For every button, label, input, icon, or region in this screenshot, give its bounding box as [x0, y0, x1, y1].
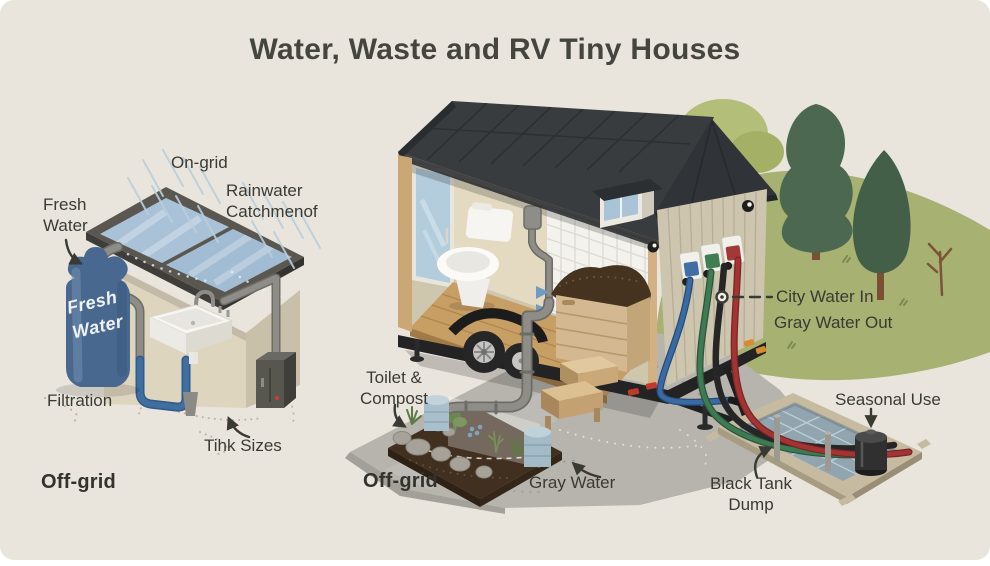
gray-water-arrow [571, 461, 602, 479]
fresh-water-tank [56, 247, 140, 397]
sapling [926, 242, 953, 297]
rocks [392, 427, 493, 479]
label-tank-sizes: Tihk Sizes [204, 436, 282, 455]
label-city-water-in: City Water In [776, 287, 874, 306]
hose-black [712, 262, 898, 452]
left-offgrid-system [44, 149, 321, 455]
ground-cup [183, 392, 198, 416]
label-gray-water-out: Gray Water Out [774, 313, 893, 332]
gray-water-barrels [424, 395, 551, 467]
label-on-grid: On-grid [171, 153, 228, 172]
barrel-right [524, 426, 551, 467]
label-filtration: Filtration [47, 391, 113, 410]
pipe-joints [464, 332, 535, 415]
conifer-tree-small [852, 150, 911, 300]
label-fresh-water: Fresh Water [43, 195, 88, 235]
label-black-tank-dump: Black Tank Dump [710, 474, 792, 514]
pit-posts [773, 414, 832, 471]
tail-lights [627, 338, 767, 396]
fresh-water-arrow [64, 238, 83, 265]
toilet-compost-arrow [392, 403, 407, 428]
hose-blue [657, 277, 734, 405]
seasonal-tank [855, 429, 887, 476]
label-toilet-compost: Toilet & Compost [359, 368, 429, 408]
page-title: Water, Waste and RV Tiny Houses [249, 33, 741, 66]
label-off-grid-center: Off-grid [363, 470, 438, 492]
vent-pipe [523, 205, 553, 306]
conifer-tree-large [779, 104, 853, 260]
label-rainwater-catchment: Rainwater Catchmenof [226, 181, 318, 221]
steps [541, 356, 618, 430]
corner-post [398, 155, 412, 332]
sink [148, 289, 234, 416]
porch-light [647, 241, 659, 253]
barrel-left [424, 395, 449, 431]
label-seasonal-use: Seasonal Use [835, 390, 941, 409]
filtration-box [256, 352, 296, 408]
black-tank-arrow [753, 446, 774, 479]
faucet [194, 289, 215, 307]
tiny-house [398, 101, 778, 404]
wheel-rear [503, 343, 539, 379]
glass-panel-right [166, 229, 292, 292]
wall-stud [648, 208, 657, 386]
house-roof [398, 101, 778, 250]
annotations [64, 238, 878, 479]
label-off-grid-left: Off-grid [41, 471, 116, 493]
label-gray-water: Gray Water [529, 473, 616, 492]
tank-sizes-arrow [226, 415, 251, 439]
compost-bin [536, 265, 651, 372]
rain-streaks [127, 149, 321, 269]
fender [448, 308, 548, 344]
toilet [437, 202, 514, 311]
dormer-window [592, 179, 663, 228]
wheel-front [463, 331, 505, 373]
glass-panel-left [100, 198, 229, 263]
